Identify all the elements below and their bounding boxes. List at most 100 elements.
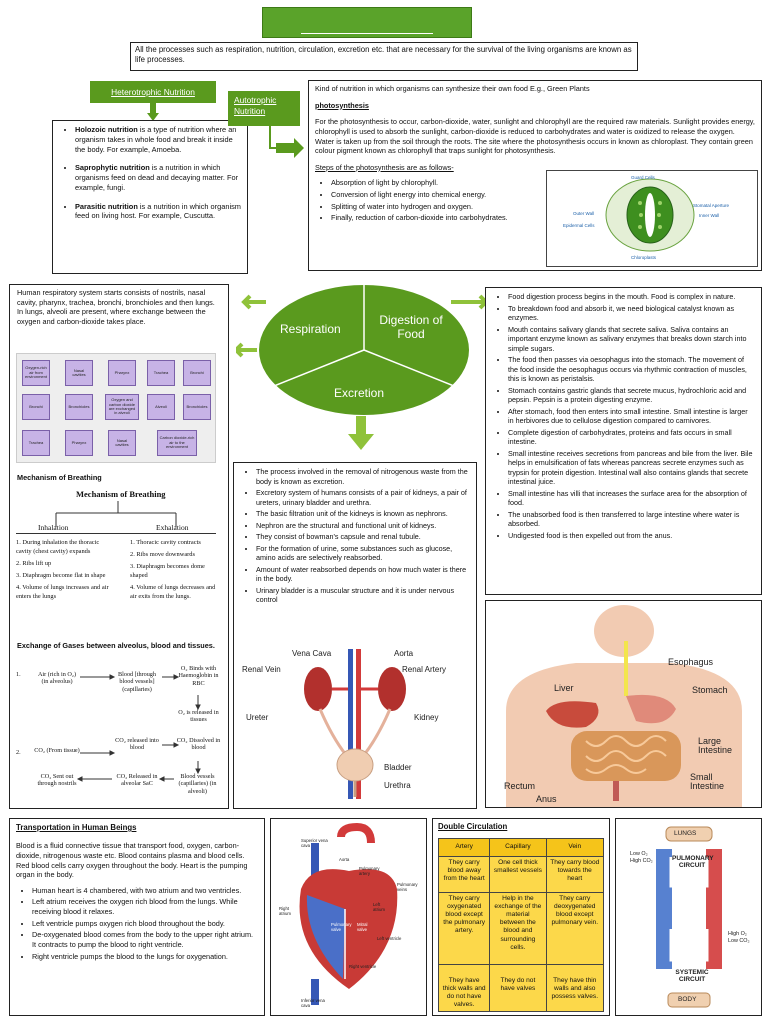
flow-box: Nasal cavities: [108, 430, 136, 456]
exchange-co2-alveolar: CO₂ Released in alveolar SaC: [116, 773, 158, 788]
exchange-co2-dissolved: CO₂ Dissolved in blood: [176, 737, 221, 752]
high-co2-label: High CO₂: [630, 858, 653, 864]
transport-item: Human heart is 4 chambered, with two atr…: [32, 886, 258, 896]
exchange-co2-sent: CO₂ Sent out through nostrils: [37, 773, 77, 788]
chloroplasts-label: Chloroplasts: [631, 255, 657, 260]
lungs-label: LUNGS: [674, 830, 697, 837]
pulmonary-valve-label: Pulmonary valve: [331, 922, 352, 932]
steps-heading: Steps of the photosynthesis are as follo…: [315, 162, 454, 172]
mechanism-diagram: Mechanism of Breathing Inhalation Exhala…: [16, 487, 221, 625]
rectum-label: Rectum: [504, 781, 536, 791]
exhalation-steps: 1. Thoracic cavity contracts 2. Ribs mov…: [130, 539, 216, 600]
digestion-item: Undigested food is then expelled out fro…: [508, 531, 755, 541]
autotrophic-label: Autotrophic Nutrition: [228, 91, 300, 126]
flow-box: Oxygen and carbon dioxide are exchanged …: [105, 394, 139, 420]
stomata-figure: Guard Cells Outer Wall Stomatal Aperture…: [546, 170, 758, 267]
flow-box: Trachea: [147, 360, 175, 386]
transport-heading: Transportation in Human Beings: [16, 823, 137, 832]
table-row: They have thick walls and do not have va…: [437, 963, 605, 1013]
transport-list: Human heart is 4 chambered, with two atr…: [16, 886, 258, 961]
inhalation-title: Inhalation: [38, 523, 69, 532]
transport-item: De-oxygenated blood comes from the body …: [32, 930, 258, 949]
respiration-text: Human respiratory system starts consists…: [17, 288, 215, 326]
inhalation-line: [16, 533, 216, 534]
digestive-figure: Esophagus Liver Stomach Large Intestine …: [485, 600, 762, 808]
saprophytic-item: Saprophytic nutrition is a nutrition in …: [75, 163, 241, 192]
circuit-illustration: [656, 826, 722, 1008]
heart-figure: Superior vena cava Aorta Pulmonary arter…: [270, 818, 427, 1016]
svc-label: Superior vena cava: [301, 838, 328, 848]
table-row: They carry oxygenated blood except the p…: [437, 891, 605, 965]
exchange-co2-tissue: CO₂ (From tissue): [34, 747, 80, 754]
col-header-vein: Vein: [545, 838, 605, 857]
mechanism-heading: Mechanism of Breathing: [17, 473, 102, 482]
digestion-item: Small intestine receives secretions from…: [508, 449, 755, 487]
exchange-air: Air (rich in O₂) (in alveolus): [37, 671, 77, 686]
kidney-illustration: [304, 649, 406, 799]
digestion-box: Food digestion process begins in the mou…: [485, 287, 762, 595]
digestion-item: Mouth contains salivary glands that secr…: [508, 325, 755, 354]
exchange-released: O₂ is released in tissues: [178, 709, 219, 724]
steps-list: Absorption of light by chlorophyll. Conv…: [315, 178, 530, 223]
digestion-item: The food then passes via oesophagus into…: [508, 355, 755, 384]
renal-vein-label: Renal Vein: [242, 665, 281, 674]
double-circulation-box: Double Circulation Artery Capillary Vein…: [432, 818, 610, 1016]
excretion-item: Nephron are the structural and functiona…: [256, 521, 470, 531]
right-atrium-label: Right atrium: [279, 906, 291, 916]
definition-text: All the processes such as respiration, n…: [135, 45, 632, 65]
low-co2-label: Low CO₂: [728, 938, 750, 944]
exchange-co2-released: CO₂ released into blood: [115, 737, 159, 752]
pulmonary-artery-label: Pulmonary artery: [359, 866, 380, 876]
title-banner: [262, 7, 472, 38]
double-heading: Double Circulation: [438, 822, 508, 831]
ureter-label: Ureter: [246, 713, 269, 722]
transport-item: Left atrium receives the oxygen rich blo…: [32, 897, 258, 916]
urethra-label: Urethra: [384, 781, 411, 790]
kidney-label: Kidney: [414, 713, 439, 722]
pulmonary-veins-label: Pulmonary veins: [397, 882, 418, 892]
flow-box: Pharynx: [108, 360, 136, 386]
high-o2-label: High O₂: [728, 931, 747, 937]
transport-box: Transportation in Human Beings Blood is …: [9, 818, 265, 1016]
exchange-arrows: [76, 674, 201, 782]
digestion-item: Food digestion process begins in the mou…: [508, 292, 755, 302]
digestion-item: To breakdown food and absorb it, we need…: [508, 304, 755, 323]
exhalation-title: Exhalation: [156, 523, 189, 532]
excretion-item: They consist of bowman's capsule and ren…: [256, 532, 470, 542]
photosynthesis-heading: photosynthesis: [315, 100, 369, 110]
wheel-respiration: Respiration: [280, 322, 341, 336]
step-item: Absorption of light by chlorophyll.: [331, 178, 530, 188]
digestion-item: Complete digestion of carbohydrates, pro…: [508, 428, 755, 447]
wheel-digestion: Digestion of Food: [379, 313, 443, 342]
arrow-autotrophic-down: [268, 126, 308, 160]
autotrophic-intro: Kind of nutrition in which organisms can…: [315, 84, 590, 93]
digestion-item: The unabsorbed food is then transferred …: [508, 510, 755, 529]
holozoic-item: Holozoic nutrition is a type of nutritio…: [75, 125, 241, 154]
mitral-valve-label: Mitral valve: [357, 922, 368, 932]
transport-item: Left ventricle pumps oxygen rich blood t…: [32, 919, 258, 929]
excretion-list: The process involved in the removal of n…: [240, 467, 470, 605]
left-atrium-label: Left atrium: [373, 902, 385, 912]
respiration-box: Human respiratory system starts consists…: [9, 284, 229, 809]
exchange-binds: O₂ Binds with Haemoglobin in RBC: [178, 665, 219, 687]
vena-cava-label: Vena Cava: [292, 649, 332, 658]
col-header-capillary: Capillary: [489, 838, 547, 857]
epidermal-cells-label: Epidermal Cells: [563, 223, 595, 228]
ivc-label: Inferior vena cava: [301, 998, 325, 1008]
gas-exchange-diagram: 1. Air (rich in O₂) (in alveolus) Blood …: [16, 665, 221, 805]
transport-text: Blood is a fluid connective tissue that …: [16, 841, 248, 880]
col-header-artery: Artery: [437, 838, 491, 857]
body-label: BODY: [678, 996, 697, 1003]
heart-illustration: [299, 822, 398, 1005]
vessel-table: Artery Capillary Vein They carry blood a…: [437, 838, 605, 1013]
heterotrophic-label: Heterotrophic Nutrition: [90, 81, 216, 103]
excretion-item: For the formation of urine, some substan…: [256, 544, 470, 563]
excretion-box: The process involved in the removal of n…: [233, 462, 477, 809]
flow-box: Trachea: [22, 430, 50, 456]
excretion-item: The process involved in the removal of n…: [256, 467, 470, 486]
step-item: Finally, reduction of carbon-dioxide int…: [331, 213, 530, 223]
circulation-circuit-figure: LUNGS PULMONARY CIRCUIT Low O₂ High CO₂ …: [615, 818, 762, 1016]
stomata-illustration: [605, 178, 695, 252]
digestion-item: Stomach contains gastric glands that sec…: [508, 386, 755, 405]
mechanism-title: Mechanism of Breathing: [76, 489, 166, 499]
